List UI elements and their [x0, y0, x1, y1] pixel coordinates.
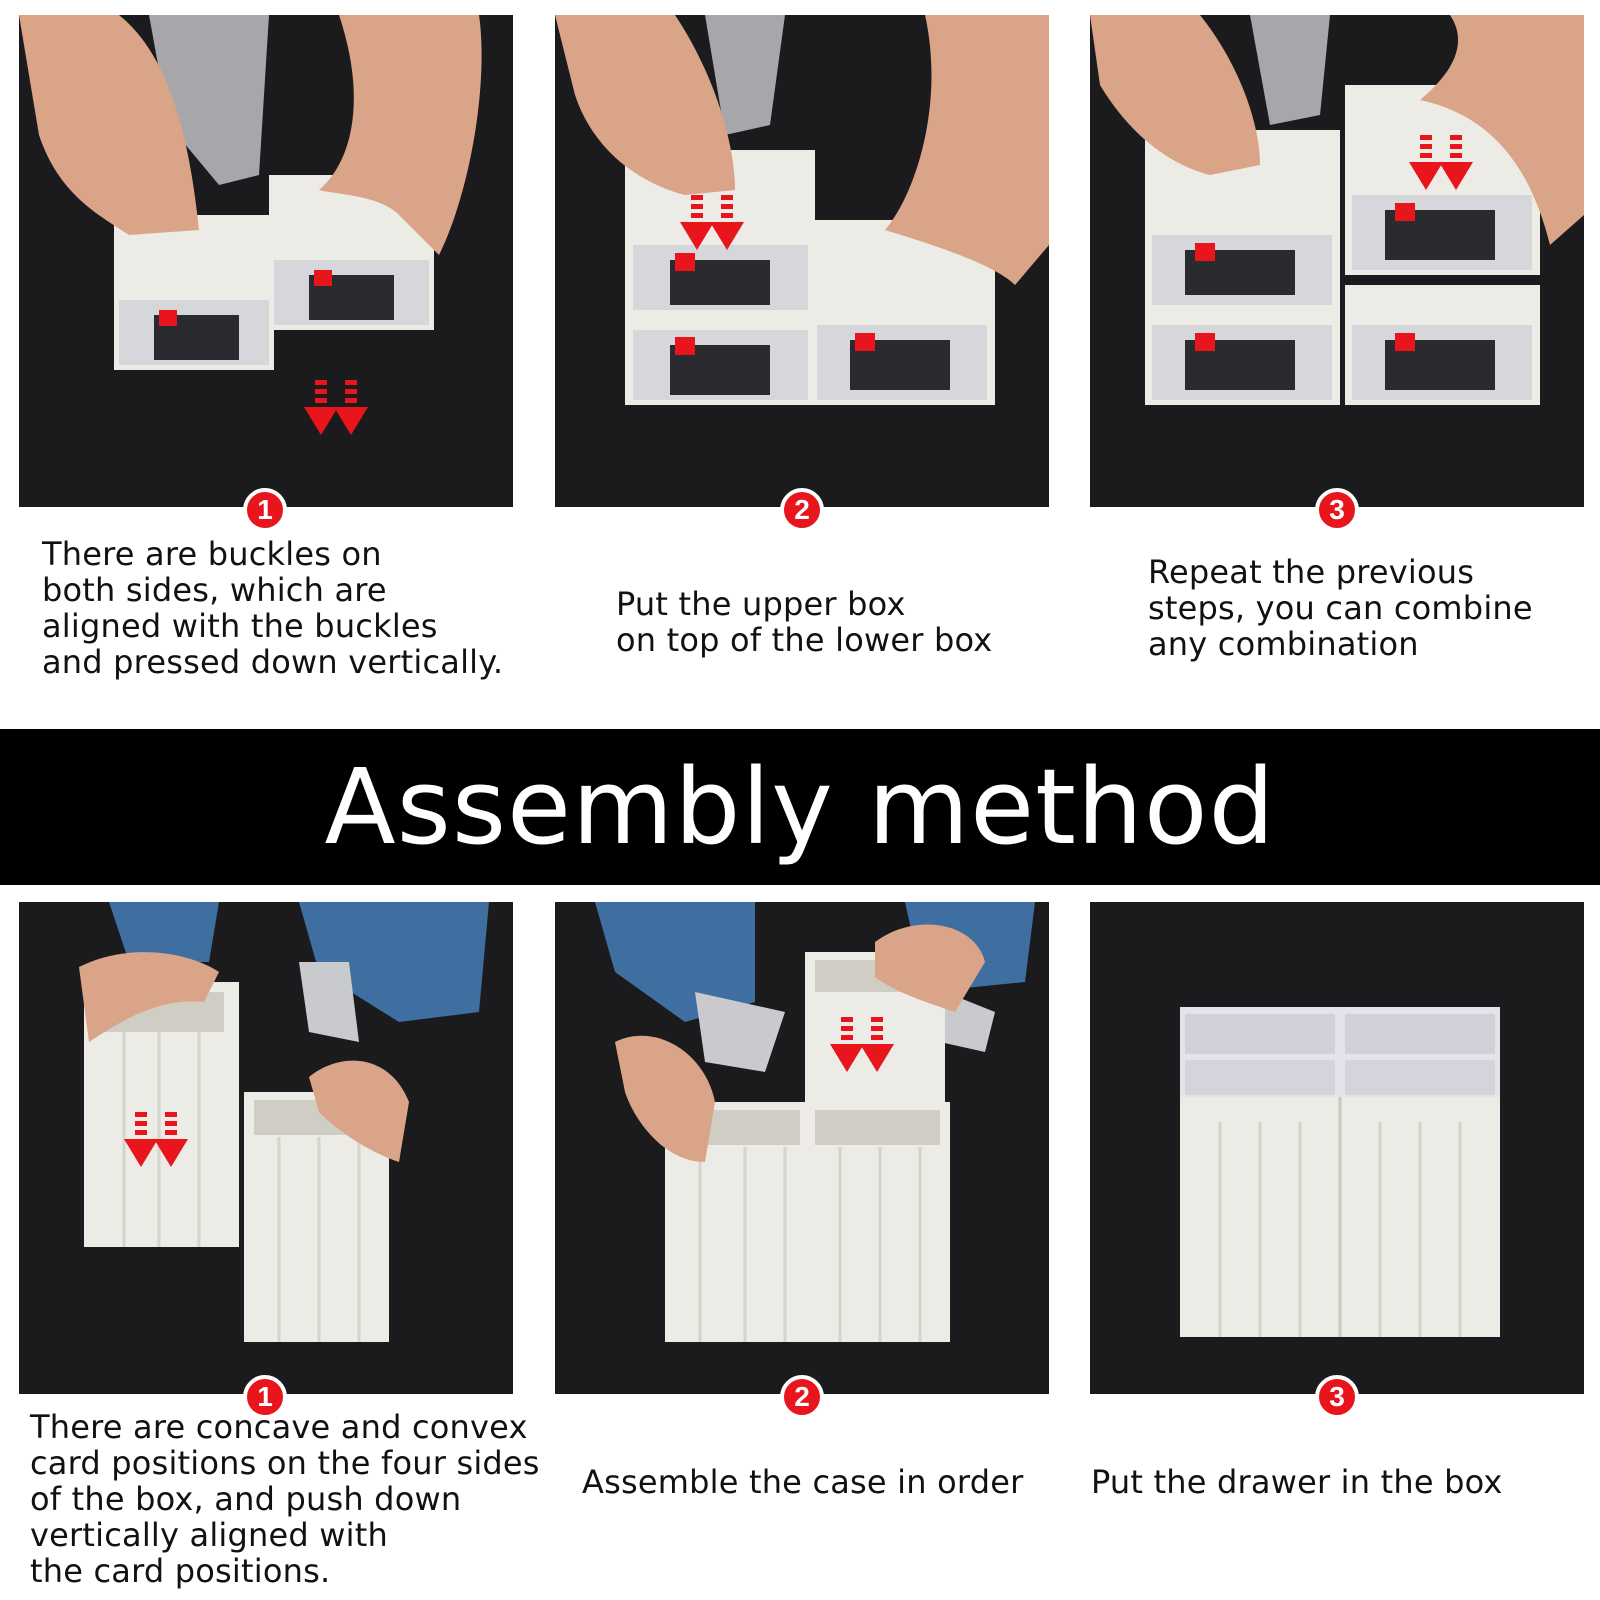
photo-bottom-step-1 — [19, 902, 513, 1394]
step-number: 1 — [257, 494, 273, 525]
caption-top-step-1: There are buckles on both sides, which a… — [42, 535, 504, 681]
photo-top-step-3 — [1090, 15, 1584, 507]
step-number: 3 — [1329, 1381, 1345, 1412]
step-badge-top-1: 1 — [243, 488, 287, 532]
step-badge-bottom-3: 3 — [1315, 1375, 1359, 1419]
red-label-icon — [159, 310, 177, 326]
step-number: 1 — [257, 1381, 273, 1412]
down-arrows-icon — [304, 380, 368, 435]
step-badge-top-3: 3 — [1315, 488, 1359, 532]
photo-bottom-step-3 — [1090, 902, 1584, 1394]
photo-bottom-step-2 — [555, 902, 1049, 1394]
title-banner: Assembly method — [0, 729, 1600, 885]
photo-top-step-2 — [555, 15, 1049, 507]
step-number: 3 — [1329, 494, 1345, 525]
caption-bottom-step-3: Put the drawer in the box — [1091, 1463, 1503, 1501]
caption-bottom-step-1: There are concave and convex card positi… — [30, 1408, 540, 1590]
step-number: 2 — [794, 1381, 810, 1412]
photo-top-step-1 — [19, 15, 513, 507]
step-badge-bottom-1: 1 — [243, 1375, 287, 1419]
caption-top-step-3: Repeat the previous steps, you can combi… — [1148, 553, 1533, 663]
banner-title: Assembly method — [324, 746, 1276, 868]
step-number: 2 — [794, 494, 810, 525]
step-badge-bottom-2: 2 — [780, 1375, 824, 1419]
caption-top-step-2: Put the upper box on top of the lower bo… — [616, 585, 993, 659]
step-badge-top-2: 2 — [780, 488, 824, 532]
caption-bottom-step-2: Assemble the case in order — [582, 1463, 1024, 1501]
